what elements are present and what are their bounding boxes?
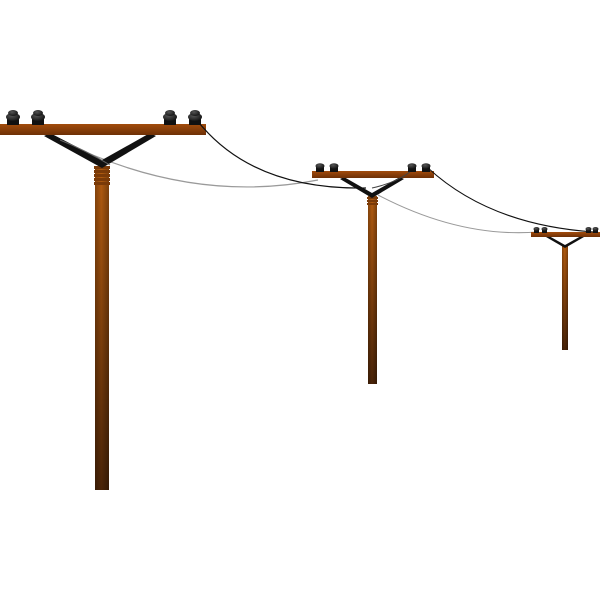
- insulator-icon: [329, 163, 339, 172]
- front-wires: [59, 123, 595, 233]
- insulator-icon: [188, 110, 202, 125]
- insulator-icon: [163, 110, 177, 125]
- pole-middle: [312, 163, 434, 384]
- pole-near-brace: [44, 133, 156, 168]
- pole-far-insulators: [533, 227, 599, 233]
- pole-near-crossarm: [0, 124, 206, 135]
- pole-near-collar: [94, 166, 110, 185]
- insulator-icon: [541, 227, 548, 233]
- insulator-icon: [31, 110, 45, 125]
- pole-middle-crossarm: [312, 171, 434, 178]
- insulator-icon: [315, 163, 325, 172]
- front-wire-4: [371, 171, 411, 189]
- insulator-icon: [407, 163, 417, 172]
- pole-near-insulators: [6, 110, 202, 125]
- pole-far: [531, 227, 600, 350]
- back-wire-2: [377, 194, 539, 234]
- pole-middle-collar: [367, 197, 378, 205]
- pole-far-brace: [546, 236, 584, 248]
- insulator-icon: [6, 110, 20, 125]
- front-wire-2: [427, 167, 595, 233]
- pole-middle-insulators: [315, 163, 431, 172]
- pole-near: [0, 110, 206, 490]
- front-wire-1: [199, 123, 367, 189]
- insulator-icon: [533, 227, 540, 233]
- back-wires: [59, 139, 539, 234]
- front-wire-3: [59, 139, 111, 166]
- pole-far-crossarm: [531, 232, 600, 237]
- insulator-icon: [421, 163, 431, 172]
- insulator-icon: [585, 227, 592, 233]
- insulator-icon: [592, 227, 599, 233]
